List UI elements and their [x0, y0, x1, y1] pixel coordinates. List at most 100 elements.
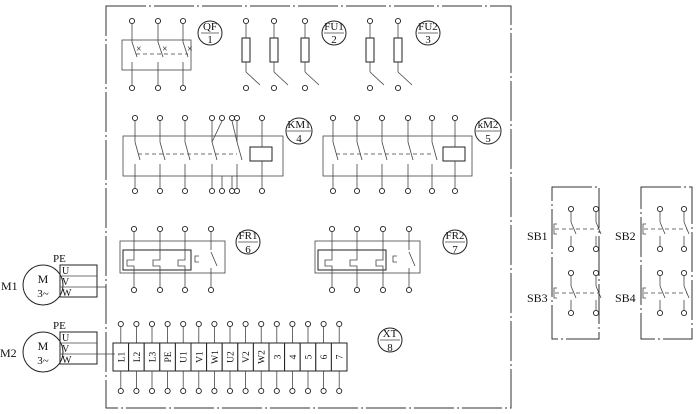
- xt-terminal-top: [117, 320, 124, 328]
- m2-terminal-u: U: [62, 333, 70, 344]
- km2-terminal-bottom: [404, 187, 412, 195]
- xt-terminal-bottom: [336, 387, 343, 395]
- km1-coil-terminal: [258, 187, 266, 195]
- km2-label: kM2 5: [474, 117, 502, 145]
- xt-terminal-bottom: [226, 387, 234, 395]
- wire: [131, 41, 138, 58]
- qf-terminal-bottom: [128, 84, 136, 92]
- km1-terminal-bottom: [156, 187, 164, 195]
- xt-terminal-label: W1: [211, 350, 221, 364]
- wire: [381, 141, 388, 161]
- xt-terminal-top: [148, 320, 156, 328]
- fu1-number: 2: [331, 34, 337, 46]
- fr1-aux-terminal-bottom: [207, 286, 215, 294]
- fr2-heater-frame: [317, 249, 387, 271]
- xt-terminal-bottom: [320, 387, 327, 395]
- wire: [408, 251, 416, 267]
- fr2-aux-terminal-top: [405, 225, 413, 233]
- fr1-terminal-bottom: [130, 286, 138, 294]
- m2-terminal-v: V: [62, 344, 70, 355]
- km2-terminal-bottom: [428, 187, 436, 195]
- km1-terminal-top: [156, 114, 164, 122]
- km2-terminal-bottom: [378, 187, 386, 195]
- xt-terminal-label: 7: [336, 354, 346, 359]
- xt-terminal-top: [273, 320, 280, 328]
- km1-terminal-bottom: [131, 187, 139, 195]
- wire: [182, 41, 189, 58]
- xt-terminal-bottom: [242, 387, 249, 395]
- wire: [683, 221, 690, 235]
- wire: [211, 141, 218, 161]
- m1-letter: M: [38, 272, 49, 286]
- sb3-actuator: [553, 287, 557, 299]
- fr1-terminal-top: [156, 225, 164, 233]
- fu2-label: FU2 3: [415, 20, 441, 46]
- fu2-number: 3: [425, 34, 431, 46]
- km1-name: KM1: [287, 119, 310, 131]
- qf-x-mark: ×: [187, 44, 193, 55]
- fr2-body: [314, 240, 421, 274]
- fu1-fuse-element: [269, 37, 279, 63]
- fr1-body: [119, 240, 226, 274]
- km2-coil-terminal: [451, 187, 459, 195]
- xt-terminal-top: [289, 320, 296, 328]
- xt-terminal-label: V1: [195, 351, 205, 363]
- xt-terminal-top: [211, 320, 218, 328]
- fu2-terminal-bottom: [394, 84, 402, 92]
- km1-terminal-top: [131, 114, 139, 122]
- sb2-actuator: [642, 223, 646, 235]
- wire: [570, 221, 577, 235]
- sb3-terminal-bottom: [567, 309, 575, 317]
- sb1-actuator: [553, 223, 557, 235]
- km2-name: kM2: [478, 119, 499, 131]
- xt-terminal-bottom: [211, 387, 218, 395]
- km2-terminal-top: [378, 114, 386, 122]
- xt-terminal-bottom: [133, 387, 140, 395]
- m1-phase: 3~: [37, 288, 49, 300]
- fr2-terminal-top: [379, 225, 387, 233]
- km2-terminal-top: [404, 114, 412, 122]
- qf-label: QF 1: [197, 20, 223, 46]
- qf-terminal-top: [128, 17, 136, 25]
- xt-terminal-label: L3: [149, 351, 159, 362]
- m2-pe: PE: [53, 320, 66, 332]
- qf-body: [121, 39, 192, 71]
- fu1-label: FU1 2: [321, 20, 347, 46]
- button-station-left: [551, 186, 600, 340]
- km1-coil: [249, 146, 273, 162]
- fr1-terminal-top: [181, 225, 189, 233]
- fu2-terminal-top: [366, 17, 374, 25]
- qf-x-mark: ×: [162, 44, 168, 55]
- xt-terminal-label: 3: [273, 354, 283, 359]
- km2-terminal-top: [329, 114, 337, 122]
- km1-terminal-top: [181, 114, 189, 122]
- sb3-terminal-top: [592, 269, 600, 277]
- motor-m1: M1 M 3~ PE U V W: [1, 253, 106, 306]
- xt-terminal-top: [336, 320, 343, 328]
- qf-x-mark: ×: [136, 44, 142, 55]
- xt-terminal-bottom: [304, 387, 312, 395]
- xt-name: XT: [383, 328, 398, 340]
- qf-terminal-top: [154, 17, 162, 25]
- qf-terminal-bottom: [154, 84, 162, 92]
- wire: [431, 141, 438, 161]
- fu1-terminal-bottom: [242, 84, 250, 92]
- wire: [157, 41, 164, 58]
- wire: [245, 71, 261, 86]
- km2-terminal-top: [428, 114, 436, 122]
- xt-terminal-bottom: [195, 387, 202, 395]
- xt-terminal-label: W2: [258, 350, 268, 364]
- xt-label: XT 8: [377, 327, 403, 354]
- fr2-name: FR2: [446, 230, 465, 242]
- wire: [570, 285, 577, 299]
- xt-terminal-top: [195, 320, 202, 328]
- fr1-terminal-bottom: [156, 286, 164, 294]
- fr1-terminal-top: [130, 225, 138, 233]
- km2-terminal-bottom: [329, 187, 337, 195]
- wire: [304, 71, 320, 86]
- wire: [184, 141, 191, 161]
- fu2-fuse-element: [365, 37, 375, 63]
- fr2-trip-link: [392, 255, 397, 263]
- fu1-terminal-top: [301, 17, 309, 25]
